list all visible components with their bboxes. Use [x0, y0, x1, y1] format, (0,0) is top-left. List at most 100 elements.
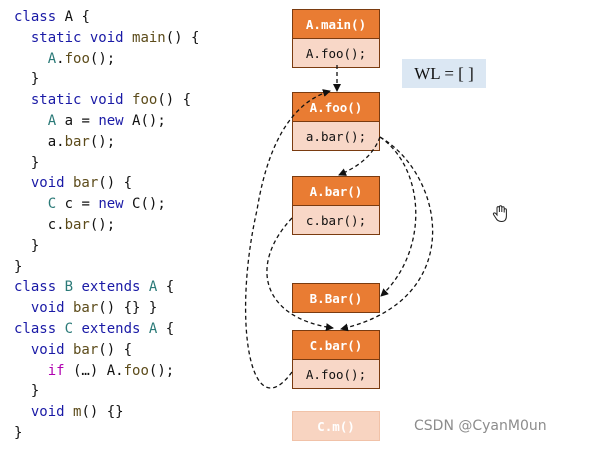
edge-foo-to-cbar: [340, 136, 434, 332]
code-line: }: [14, 153, 274, 174]
node-b-bar: B.Bar(): [292, 283, 380, 313]
node-a-bar-callsite: c.bar();: [293, 205, 379, 234]
code-token: C: [14, 196, 57, 213]
code-token: new: [98, 112, 124, 129]
code-line: static void foo() {: [14, 90, 274, 111]
code-line: class A {: [14, 7, 274, 28]
code-token: extends: [73, 279, 141, 296]
code-line: a.bar();: [14, 132, 274, 153]
code-line: C c = new C();: [14, 194, 274, 215]
node-c-m: C.m(): [292, 411, 380, 441]
code-token: class: [14, 279, 57, 296]
code-token: bar: [64, 133, 90, 150]
code-token: a =: [56, 112, 99, 129]
code-token: c =: [56, 196, 99, 213]
code-token: A: [14, 50, 57, 67]
edge-abar-to-cbar: [266, 217, 334, 331]
source-code-listing: class A { static void main() { A.foo(); …: [14, 7, 274, 444]
node-c-bar: C.bar() A.foo();: [292, 330, 380, 389]
code-token: bar: [64, 216, 90, 233]
code-token: A: [14, 112, 57, 129]
code-token: main: [123, 29, 166, 46]
code-token: class: [14, 9, 57, 25]
node-a-foo-callsite: a.bar();: [293, 121, 379, 150]
code-line: A.foo();: [14, 49, 274, 70]
code-token: if: [14, 362, 65, 379]
hand-cursor-icon: [492, 205, 507, 223]
code-token: () {} }: [98, 300, 158, 317]
code-token: () {: [98, 175, 133, 192]
node-b-bar-method: B.Bar(): [293, 284, 379, 312]
code-line: void bar() {: [14, 340, 274, 361]
code-token: void: [81, 92, 124, 109]
node-c-m-method: C.m(): [293, 412, 379, 440]
code-token: .: [56, 50, 65, 67]
code-token: () {: [165, 29, 200, 46]
code-token: class: [14, 320, 57, 337]
node-a-foo-method: A.foo(): [293, 93, 379, 121]
code-token: A: [140, 279, 158, 296]
code-token: () {: [98, 341, 133, 358]
code-line: c.bar();: [14, 215, 274, 236]
code-token: foo: [123, 362, 149, 379]
code-line: if (…) A.foo();: [14, 361, 274, 382]
code-token: ();: [89, 133, 116, 150]
code-token: A {: [56, 9, 90, 25]
node-a-main-method: A.main(): [293, 10, 379, 38]
code-line: }: [14, 69, 274, 90]
code-token: }: [14, 258, 23, 275]
code-token: {: [157, 320, 175, 337]
code-line: A a = new A();: [14, 111, 274, 132]
worklist-label: WL = [ ]: [402, 59, 486, 88]
code-token: ();: [140, 112, 166, 129]
code-token: bar: [64, 341, 99, 358]
node-a-main-callsite: A.foo();: [293, 38, 379, 67]
code-token: }: [14, 383, 40, 400]
code-token: foo: [123, 92, 158, 109]
code-token: bar: [64, 300, 99, 317]
code-line: void bar() {: [14, 173, 274, 194]
code-token: () {}: [81, 404, 124, 421]
code-token: static: [14, 29, 82, 46]
code-line: class C extends A {: [14, 319, 274, 340]
code-token: }: [14, 154, 40, 171]
code-token: ();: [89, 216, 116, 233]
code-line: }: [14, 257, 274, 278]
code-line: }: [14, 423, 274, 444]
code-token: a.: [14, 133, 65, 150]
code-line: void bar() {} }: [14, 298, 274, 319]
node-a-main: A.main() A.foo();: [292, 9, 380, 68]
code-token: () {: [157, 92, 192, 109]
code-line: }: [14, 236, 274, 257]
code-token: bar: [64, 175, 99, 192]
code-token: static: [14, 92, 82, 109]
code-line: }: [14, 381, 274, 402]
node-a-foo: A.foo() a.bar();: [292, 92, 380, 151]
code-token: ();: [148, 362, 175, 379]
node-c-bar-method: C.bar(): [293, 331, 379, 359]
code-token: ();: [89, 50, 116, 67]
edge-foo-to-bbar: [379, 136, 417, 297]
node-a-bar-method: A.bar(): [293, 177, 379, 205]
code-token: (…) A.: [64, 362, 124, 379]
node-a-bar: A.bar() c.bar();: [292, 176, 380, 235]
code-token: m: [64, 404, 82, 421]
code-token: }: [14, 424, 23, 441]
edge-foo-to-abar: [338, 136, 381, 176]
code-token: void: [81, 29, 124, 46]
code-token: ();: [140, 196, 166, 213]
code-token: C: [123, 196, 141, 213]
code-token: A: [123, 112, 141, 129]
csdn-watermark: CSDN @CyanM0un: [414, 418, 547, 434]
code-token: c.: [14, 216, 65, 233]
code-token: foo: [64, 50, 90, 67]
code-token: C: [56, 320, 74, 337]
code-line: class B extends A {: [14, 277, 274, 298]
edge-cbar-to-foo: [244, 89, 331, 389]
code-token: void: [14, 300, 65, 317]
code-token: new: [98, 196, 124, 213]
code-token: B: [56, 279, 74, 296]
code-token: extends: [73, 320, 141, 337]
code-token: }: [14, 237, 40, 254]
